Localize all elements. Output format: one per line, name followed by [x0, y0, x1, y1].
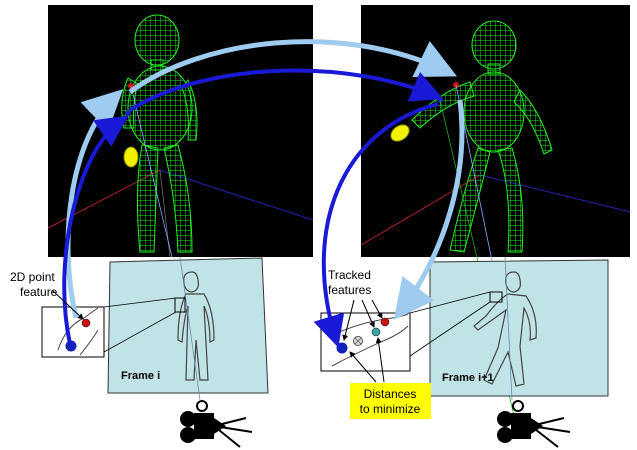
- frame-label-right: Frame i+1: [442, 372, 494, 384]
- svg-text:to minimize: to minimize: [360, 402, 421, 416]
- label-distances-to-minimize: Distances to minimize: [350, 383, 431, 419]
- frame-label-left: Frame i: [121, 370, 160, 382]
- svg-text:features: features: [328, 283, 371, 297]
- image-plane-right: Frame i+1: [430, 260, 608, 396]
- feature-point-teal: [372, 328, 380, 336]
- feature-point-blue: [337, 343, 348, 354]
- image-plane-left: Frame i: [108, 258, 268, 393]
- hand-yellow-left: [124, 147, 138, 167]
- feature-point-red: [82, 319, 90, 327]
- svg-text:feature: feature: [20, 285, 58, 299]
- svg-text:Distances: Distances: [364, 387, 417, 401]
- svg-text:Tracked: Tracked: [328, 268, 371, 282]
- feature-point-red: [381, 318, 389, 326]
- label-tracked-features: Tracked features: [328, 268, 371, 297]
- svg-text:2D point: 2D point: [10, 270, 55, 284]
- label-2d-point-feature: 2D point feature: [10, 270, 58, 299]
